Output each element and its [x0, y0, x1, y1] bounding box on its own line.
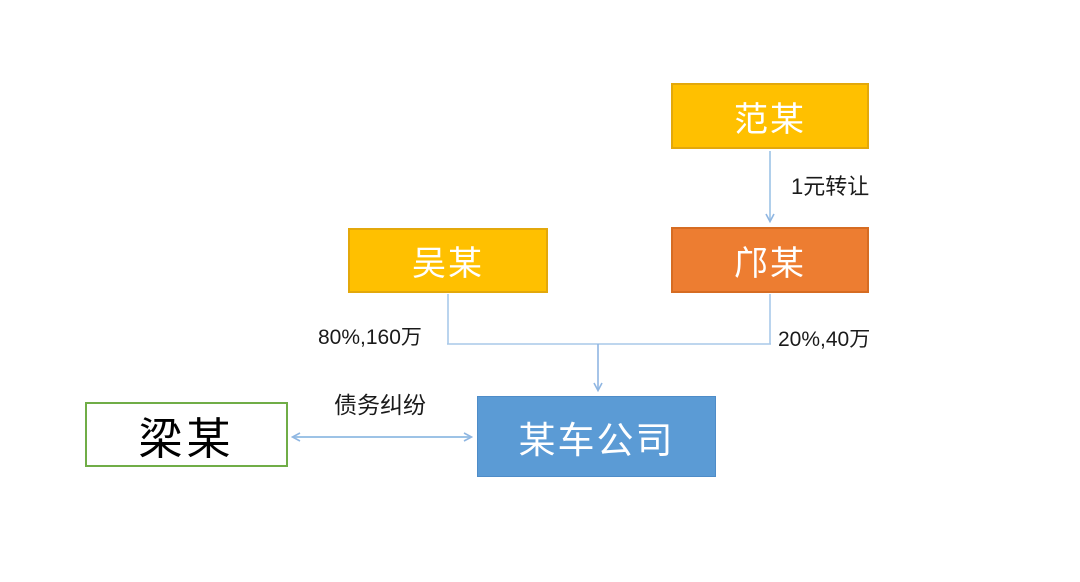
node-company-label: 某车公司 [518, 419, 675, 461]
node-wu-label: 吴某 [412, 245, 484, 283]
node-company: 某车公司 [477, 396, 716, 477]
node-fan-label: 范某 [734, 100, 806, 139]
edge-label-kuang-share: 20%,40万 [778, 328, 871, 351]
node-kuang: 邝某 [671, 227, 869, 293]
edge-label-debt: 债务纠纷 [334, 392, 426, 418]
edge-label-transfer: 1元转让 [791, 174, 870, 199]
node-liang: 梁某 [85, 402, 288, 467]
edge-label-wu-share: 80%,160万 [318, 326, 422, 349]
node-liang-label: 梁某 [138, 414, 235, 464]
node-wu: 吴某 [348, 228, 548, 293]
node-fan: 范某 [671, 83, 869, 149]
node-kuang-label: 邝某 [734, 244, 806, 283]
